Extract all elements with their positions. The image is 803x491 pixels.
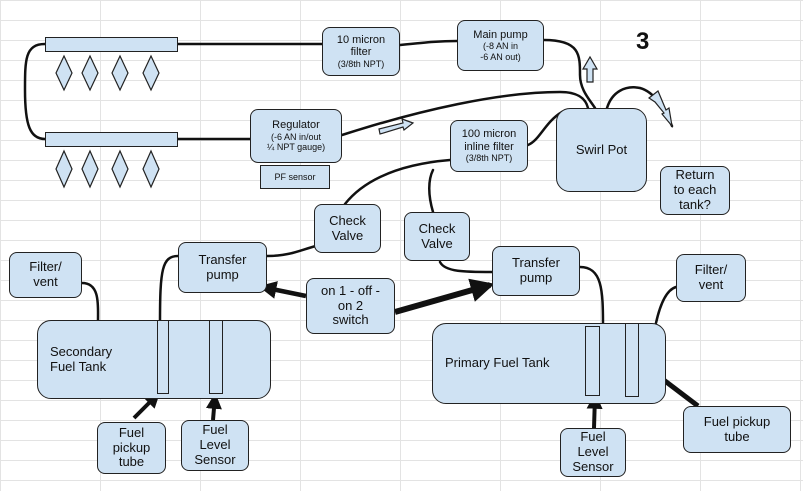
pf-sensor-label: PF sensor [274, 171, 316, 182]
secondary-tank-line2: Fuel Tank [50, 358, 107, 374]
check-right-line2: Valve [421, 235, 453, 251]
level-left-line1: Fuel [202, 422, 228, 438]
filter100-line3: (3/8th NPT) [465, 153, 513, 164]
switch-line3: switch [332, 312, 369, 328]
filter-100-micron: 100 micron inline filter (3/8th NPT) [450, 120, 528, 172]
check-valve-right: Check Valve [404, 212, 470, 261]
fuel-pickup-tube-left-label: Fuel pickup tube [97, 422, 166, 474]
transfer-pump-right: Transfer pump [492, 246, 580, 296]
main-pump: Main pump (-8 AN in -6 AN out) [457, 20, 544, 71]
injector-bottom-1 [55, 149, 73, 189]
injector-top-2 [81, 54, 99, 92]
return-line3: tank? [679, 196, 711, 212]
vent-left-line1: Filter/ [29, 259, 62, 275]
filter10-line3: (3/8th NPT) [337, 58, 385, 69]
fuel-rail-top [45, 37, 178, 52]
selector-switch: on 1 - off - on 2 switch [306, 278, 395, 334]
transfer-right-to-check-line [438, 260, 494, 274]
transfer-pump-left: Transfer pump [178, 242, 267, 293]
check-valve-left: Check Valve [314, 204, 381, 253]
pickup-left-line2: pickup [112, 439, 151, 455]
primary-level-sensor-tube [585, 326, 600, 396]
switch-to-right-pump-arrow [394, 278, 495, 315]
level-left-arrow [205, 392, 222, 421]
swirl-pot: Swirl Pot [556, 108, 647, 192]
main-pump-line3: -6 AN out) [480, 51, 521, 62]
transfer-left-line2: pump [206, 266, 239, 282]
vent-left-line [80, 281, 100, 322]
regulator-line1: Regulator [272, 119, 320, 132]
filter10-line1: 10 micron [336, 33, 386, 46]
level-right-line2: Level [577, 444, 609, 460]
check-right-line1: Check [418, 220, 456, 236]
swirl-pot-label: Swirl Pot [575, 141, 628, 157]
level-left-line3: Sensor [194, 451, 236, 467]
pickup-left-line1: Fuel [118, 424, 145, 440]
check-left-to-filter100-line [343, 158, 452, 206]
secondary-pickup-tube [157, 320, 169, 394]
level-right-line3: Sensor [572, 458, 614, 474]
vent-right-line [654, 285, 678, 325]
injector-bottom-2 [81, 149, 99, 189]
filter10-to-main-pump-line [398, 39, 459, 47]
switch-line2: on 2 [337, 297, 364, 313]
filter-vent-left: Filter/ vent [9, 252, 82, 298]
injector-bottom-3 [111, 149, 129, 189]
return-line2: to each [673, 182, 717, 198]
fuel-rail-bottom [45, 132, 178, 147]
rail-loop-line [23, 42, 47, 141]
check-left-line1: Check [329, 212, 366, 228]
injector-top-1 [55, 54, 73, 92]
filter100-line2: inline filter [464, 140, 514, 153]
regulator-line3: ¼ NPT gauge) [266, 142, 326, 153]
regulator-flow-arrow [378, 118, 415, 135]
page-number: 3 [636, 28, 650, 55]
transfer-right-line1: Transfer [512, 255, 560, 271]
main-pump-line1: Main pump [473, 28, 528, 41]
return-flow-arrow [647, 90, 673, 129]
injector-top-4 [142, 54, 160, 92]
level-right-line1: Fuel [580, 429, 606, 445]
transfer-left-line1: Transfer [198, 251, 247, 267]
fuel-level-sensor-left-label: Fuel Level Sensor [181, 420, 249, 471]
check-right-to-filter100-line [428, 168, 435, 214]
primary-pickup-tube [625, 323, 639, 397]
fuel-level-sensor-right-label: Fuel Level Sensor [560, 428, 626, 477]
secondary-level-sensor-tube [209, 320, 223, 394]
transfer-left-to-check-line [265, 244, 318, 258]
filter100-line1: 100 micron [461, 128, 517, 141]
filter-10-micron: 10 micron filter (3/8th NPT) [322, 27, 400, 76]
secondary-fuel-tank: Secondary Fuel Tank [37, 320, 271, 399]
pf-sensor: PF sensor [260, 165, 330, 189]
main-pump-line2: (-8 AN in [482, 41, 518, 52]
pickup-left-line3: tube [118, 454, 145, 470]
secondary-tank-line1: Secondary [50, 343, 113, 359]
injector-bottom-4 [142, 149, 160, 189]
filter10-line2: filter [350, 46, 372, 59]
vent-right-line2: vent [698, 277, 724, 292]
switch-to-left-pump-arrow [258, 281, 307, 299]
return-to-tank: Return to each tank? [660, 166, 730, 215]
swirl-up-flow-arrow [581, 55, 599, 83]
pickup-right-line1: Fuel pickup [703, 413, 771, 429]
vent-left-line2: vent [33, 274, 58, 289]
return-line1: Return [675, 167, 715, 183]
vent-right-line1: Filter/ [694, 262, 728, 278]
regulator-line2: (-6 AN in/out [270, 131, 322, 142]
transfer-right-line2: pump [519, 270, 553, 285]
primary-tank-label: Primary Fuel Tank [445, 355, 550, 371]
filter-vent-right: Filter/ vent [676, 254, 746, 302]
injector-top-3 [111, 54, 129, 92]
level-left-line2: Level [199, 437, 231, 453]
check-left-line2: Valve [331, 227, 364, 243]
transfer-right-to-tube-line [578, 265, 605, 328]
pickup-right-line2: tube [724, 428, 750, 444]
main-pump-to-swirl-line [542, 38, 597, 110]
transfer-left-to-tube-line [158, 254, 180, 324]
regulator-to-swirl-line [340, 90, 590, 137]
switch-line1: on 1 - off - [320, 282, 380, 298]
regulator: Regulator (-6 AN in/out ¼ NPT gauge) [250, 109, 342, 163]
fuel-pickup-tube-right-label: Fuel pickup tube [683, 406, 791, 453]
